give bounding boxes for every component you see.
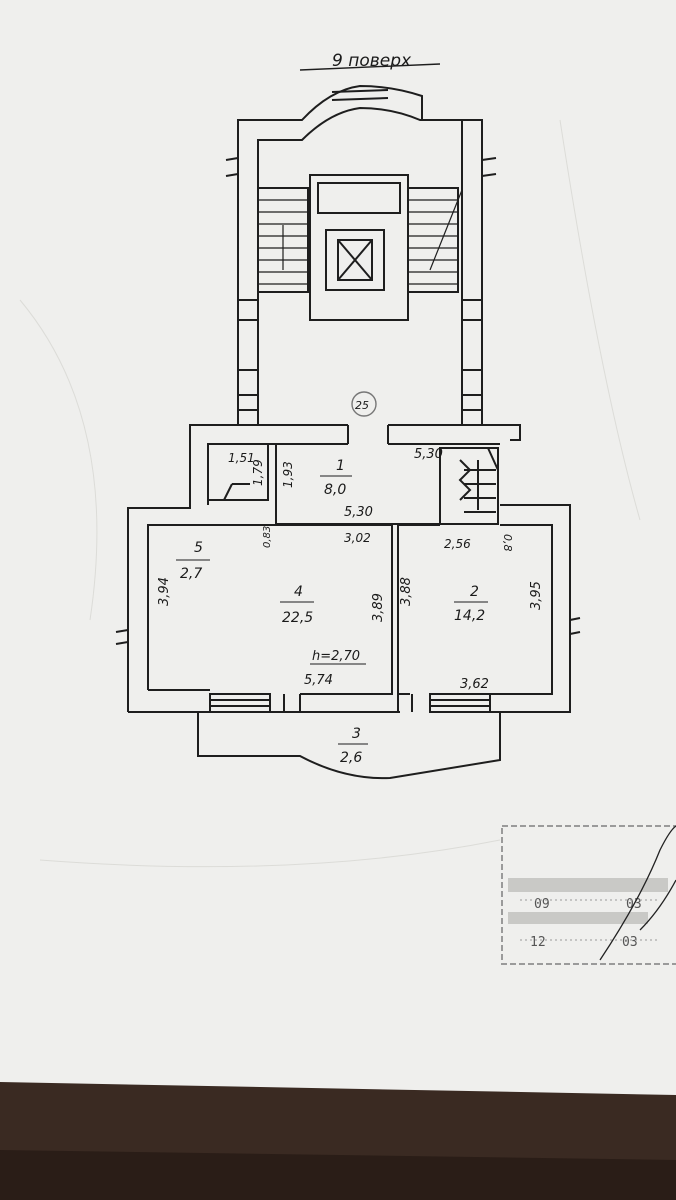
stamp-row2-a: 12 [530,935,546,950]
dim-1-93: 1,93 [281,461,295,488]
stair-marker-circle [351,391,377,417]
room-3-label: 3 2,6 [338,726,368,766]
dim-5-30-mid: 5,30 [344,505,373,520]
room-2-label: 2 14,2 [454,584,488,624]
dim-0-83: 0,83 [262,526,273,548]
room-5-label: 5 2,7 [176,540,210,582]
apartment-walls [115,424,581,780]
dimension-labels: 1,51 1,79 1,93 5,30 5,30 3,02 2,56 0,8 0… [157,447,544,692]
room-4-label: 4 22,5 [280,584,314,626]
dim-3-02: 3,02 [344,531,371,545]
dim-3-89: 3,89 [371,593,386,622]
handwritten-signature [599,825,676,961]
paper-creases [19,119,641,868]
dim-3-62: 3,62 [460,677,489,692]
room-area: 8,0 [324,482,346,498]
dim-5-74: 5,74 [304,673,333,688]
room-number: 2 [470,584,479,600]
desk-edge [0,1150,676,1200]
room-1-label: 1 8,0 [320,458,352,498]
room-number: 5 [194,540,203,556]
stair-treads [258,189,463,285]
dim-3-95: 3,95 [529,581,544,610]
paper-sheet [0,0,676,1095]
room-number: 1 [336,458,345,474]
dim-5-30-top: 5,30 [414,447,443,462]
stamp-row1-a: 09 [534,897,550,912]
dim-3-94: 3,94 [157,577,172,606]
room-number: 3 [352,726,361,742]
room-area: 2,6 [340,750,362,766]
stamp-row2-b: 03 [622,935,638,950]
room-area: 22,5 [282,610,313,626]
dim-0-8: 0,8 [501,534,514,552]
dim-1-79: 1,79 [251,459,265,486]
stair-marker-label: 25 [355,399,369,412]
room-number: 4 [294,584,303,600]
registration-stamp: 09 03 12 03 [501,825,676,965]
dim-3-88: 3,88 [399,577,414,606]
ceiling-height: h=2,70 [312,649,360,664]
dim-2-56: 2,56 [444,537,471,551]
room-area: 14,2 [454,608,485,624]
title-underline [299,63,441,71]
room-area: 2,7 [180,566,202,582]
stair-tower [225,84,497,425]
dim-1-51: 1,51 [228,451,255,465]
